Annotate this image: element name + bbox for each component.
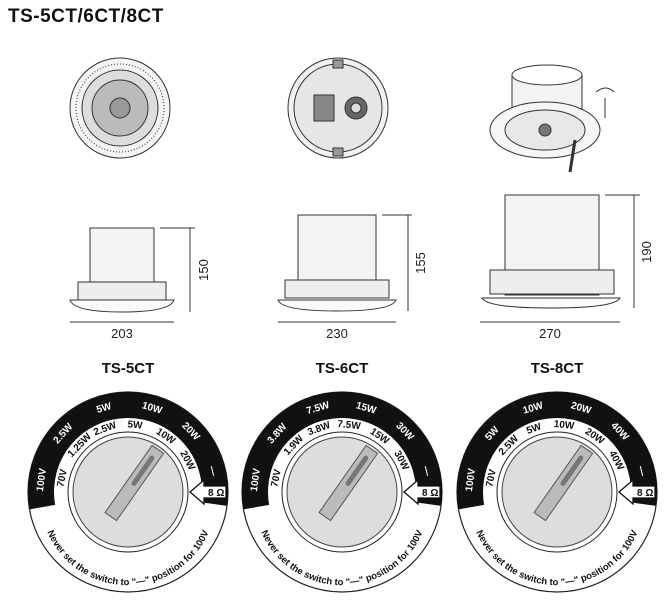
power-band (242, 391, 442, 510)
power-band (28, 391, 228, 510)
perspective-view-ts-8ct (489, 64, 615, 173)
inner-label: 5W (127, 419, 144, 432)
width-dimension-ts-8ct: 270 (539, 326, 561, 341)
side-view-ts-6ct (277, 214, 412, 323)
inner-label: 70V (484, 468, 499, 488)
outer-label: 5W (95, 401, 113, 416)
model-label-ts-8ct: TS-8CT (531, 360, 584, 377)
outer-label: 100V (35, 467, 49, 492)
inner-label: 7.5W (337, 419, 362, 432)
pointer-arrow-icon (403, 478, 441, 506)
height-dimension-ts-6ct: 155 (413, 252, 428, 274)
knob-slot-groove (560, 455, 584, 486)
side-view-ts-5ct (69, 227, 195, 323)
outer-label: — (206, 465, 219, 477)
outer-label: 100V (249, 467, 263, 492)
width-dimension-ts-6ct: 230 (326, 326, 348, 341)
pointer-arrow-icon (189, 478, 227, 506)
width-dimension-ts-5ct: 203 (111, 326, 133, 341)
power-band (457, 391, 657, 510)
height-dimension-ts-8ct: 190 (639, 241, 654, 263)
inner-label: 5W (525, 421, 543, 437)
outer-label: 100V (464, 467, 478, 492)
height-dimension-ts-5ct: 150 (196, 259, 211, 281)
outer-label: — (635, 465, 648, 477)
outer-label: — (420, 465, 433, 477)
model-label-ts-6ct: TS-6CT (316, 360, 369, 377)
rear-view-ts-6ct (287, 57, 389, 159)
impedance-label: 8 Ω (208, 488, 224, 499)
inner-label: 70V (55, 468, 70, 488)
side-view-ts-8ct (480, 194, 640, 323)
front-view-ts-5ct (69, 57, 171, 159)
pointer-arrow-icon (618, 478, 656, 506)
knob-slot-groove (345, 455, 369, 486)
model-label-ts-5ct: TS-5CT (102, 360, 155, 377)
impedance-label: 8 Ω (637, 488, 653, 499)
impedance-label: 8 Ω (422, 488, 438, 499)
knob-slot-groove (131, 455, 155, 486)
inner-label: 10W (553, 419, 575, 432)
page-title: TS-5CT/6CT/8CT (8, 6, 164, 27)
inner-label: 70V (269, 468, 284, 488)
